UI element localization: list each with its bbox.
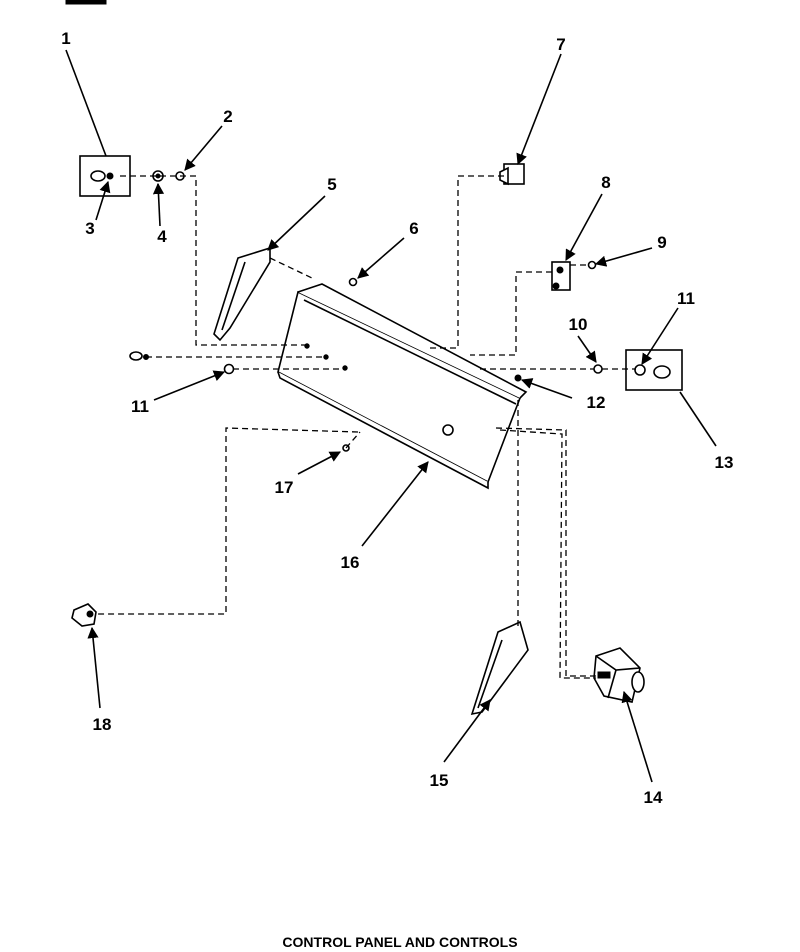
callout-18: 18: [93, 715, 112, 734]
callout-3: 3: [85, 219, 94, 238]
callout-10: 10: [569, 315, 588, 334]
diagram-caption: CONTROL PANEL AND CONTROLS: [282, 934, 518, 950]
assembly-lines: [98, 175, 636, 679]
timer-part: [593, 647, 645, 703]
callout-7: 7: [556, 35, 565, 54]
grommet-parts: [129, 351, 235, 375]
callout-2: 2: [223, 107, 232, 126]
callout-9: 9: [657, 233, 666, 252]
callout-16: 16: [341, 553, 360, 572]
nut-part: [593, 364, 603, 374]
callout-15: 15: [430, 771, 449, 790]
callout-5: 5: [327, 175, 336, 194]
callout-labels: 1 2 3 4 5 6 7 8 9 10 11 11 12 13 14 15 1…: [61, 29, 733, 807]
callout-12: 12: [587, 393, 606, 412]
callout-4: 4: [157, 227, 167, 246]
clip-part: [499, 163, 525, 186]
screw-part: [587, 260, 597, 270]
switch-part: [551, 261, 571, 291]
leader-lines: [65, 49, 717, 783]
control-panel-part: [277, 283, 528, 490]
callout-11-left: 11: [131, 397, 149, 416]
left-bracket-part: [213, 246, 271, 342]
knob-assembly-box-right: [625, 349, 683, 391]
lamp-socket-part: [71, 603, 97, 627]
callout-11-right: 11: [677, 289, 695, 308]
screw-part: [348, 277, 358, 287]
callout-17: 17: [275, 478, 294, 497]
end-cap-part: [470, 620, 529, 716]
callout-6: 6: [409, 219, 418, 238]
callout-8: 8: [601, 173, 610, 192]
callout-14: 14: [644, 788, 663, 807]
callout-13: 13: [715, 453, 734, 472]
header-remnant: [65, 0, 107, 5]
washer-parts: [152, 170, 185, 182]
screw-part: [514, 374, 522, 382]
callout-1: 1: [61, 29, 70, 48]
